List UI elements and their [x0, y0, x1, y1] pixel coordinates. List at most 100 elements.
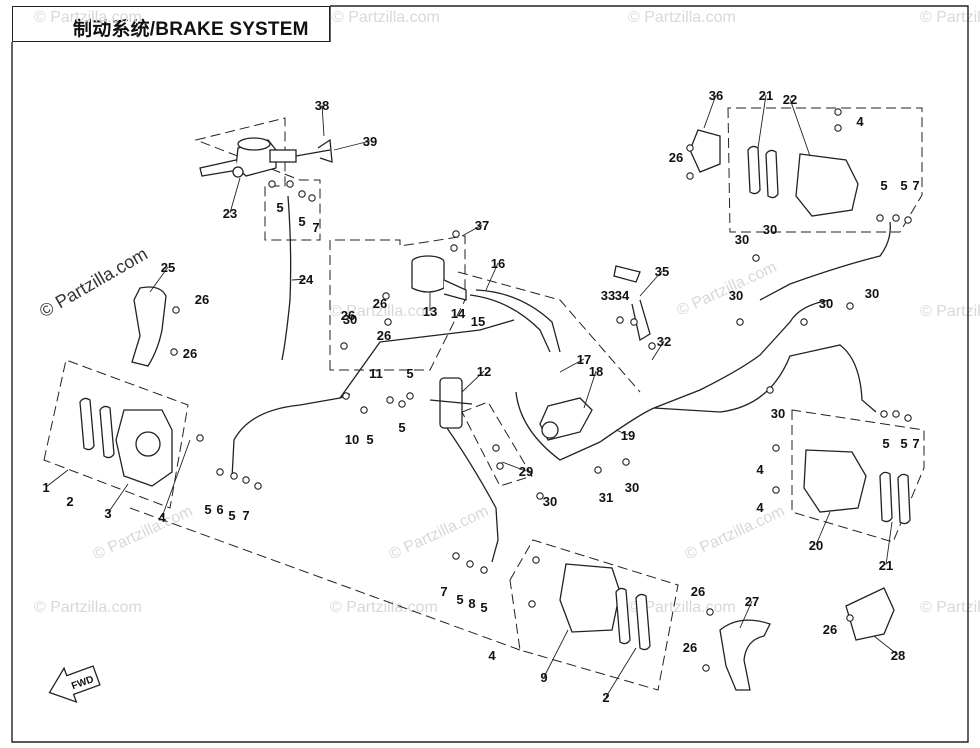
fastener-42 — [536, 492, 544, 500]
fastener-9 — [342, 392, 350, 400]
leader-lines — [45, 94, 899, 698]
clamp-38 — [317, 138, 333, 163]
fastener-3 — [268, 180, 276, 188]
callout-p34: 34 — [615, 288, 630, 303]
fastener-7 — [254, 482, 262, 490]
line-16a — [469, 294, 551, 353]
callout-p5h: 5 — [456, 592, 463, 607]
brake-guard-25 — [131, 286, 167, 367]
fastener-layer — [170, 108, 912, 672]
fastener-22 — [834, 108, 842, 116]
leader-p19 — [615, 429, 629, 436]
fastener-53 — [496, 462, 504, 470]
master-cylinder-box — [194, 117, 321, 241]
leader-p16 — [485, 262, 499, 291]
fastener-14 — [172, 306, 180, 314]
watermark-text: © Partzilla.com — [36, 243, 151, 321]
fastener-6 — [242, 476, 250, 484]
fastener-35 — [846, 302, 854, 310]
watermark-text: © Partzilla.com — [628, 9, 736, 26]
callout-p23: 23 — [223, 206, 237, 221]
leader-p29 — [501, 461, 527, 472]
leader-p2b — [605, 647, 637, 698]
callout-p30e: 30 — [819, 296, 833, 311]
callout-p33: 33 — [601, 288, 615, 303]
watermark-text: © Partzilla.com — [330, 303, 438, 320]
callout-p20: 20 — [809, 538, 823, 553]
caliper-rear — [559, 563, 651, 651]
fastener-43 — [452, 552, 460, 560]
leader-p38 — [321, 104, 325, 137]
callout-p5k: 5 — [900, 178, 907, 193]
fastener-47 — [528, 600, 536, 608]
callout-p30a: 30 — [343, 312, 357, 327]
fastener-19 — [384, 318, 392, 326]
callout-p35: 35 — [655, 264, 669, 279]
fastener-51 — [340, 342, 348, 350]
line-upper-right — [653, 299, 831, 409]
fastener-26 — [904, 216, 912, 224]
callout-p38: 38 — [315, 98, 329, 113]
callout-p13: 13 — [423, 304, 437, 319]
pedal-assembly — [539, 265, 651, 441]
callout-p26h: 26 — [823, 622, 837, 637]
callout-p30c: 30 — [763, 222, 777, 237]
callout-p5i: 5 — [480, 600, 487, 615]
right-front-caliper-box — [727, 107, 923, 233]
watermark-text: © Partzilla.com — [920, 303, 980, 320]
leader-p21b — [885, 521, 893, 566]
watermark-text: © Partzilla.com — [683, 503, 788, 564]
guard-27 — [719, 619, 771, 691]
leader-p17 — [559, 358, 585, 373]
fastener-48 — [706, 608, 714, 616]
callout-p5m: 5 — [900, 436, 907, 451]
watermark-text: © Partzilla.com — [332, 9, 440, 26]
caliper-right-rear — [803, 449, 911, 525]
reservoir-box — [329, 235, 466, 371]
fastener-37 — [648, 342, 656, 350]
leader-p3 — [107, 483, 129, 514]
callout-p16: 16 — [491, 256, 505, 271]
fastener-21 — [686, 172, 694, 180]
callout-p7b: 7 — [242, 508, 249, 523]
hose-24 — [281, 195, 292, 361]
callout-p7c: 7 — [440, 584, 447, 599]
leader-long — [129, 507, 521, 651]
callout-p10: 10 — [345, 432, 359, 447]
callout-p37: 37 — [475, 218, 489, 233]
fastener-11 — [386, 396, 394, 404]
callout-p26a: 26 — [195, 292, 209, 307]
callout-p19: 19 — [621, 428, 635, 443]
callout-p26f: 26 — [691, 584, 705, 599]
callout-p5g: 5 — [398, 420, 405, 435]
front-left-caliper-box — [43, 359, 189, 509]
caliper-front-left — [79, 397, 173, 487]
leader-p1 — [45, 469, 69, 488]
callout-p21a: 21 — [759, 88, 773, 103]
fastener-18 — [382, 292, 390, 300]
line-lower-right — [653, 344, 877, 413]
leader-p9 — [543, 629, 569, 678]
fastener-1 — [298, 190, 306, 198]
leader-p20 — [815, 511, 831, 546]
callout-p5j: 5 — [880, 178, 887, 193]
fastener-41 — [622, 458, 630, 466]
fastener-25 — [892, 214, 900, 222]
caliper-right-front — [689, 129, 859, 217]
callout-p17: 17 — [577, 352, 591, 367]
callout-p7d: 7 — [912, 178, 919, 193]
fastener-39 — [630, 318, 638, 326]
leader-p37 — [461, 224, 483, 237]
leader-p35 — [639, 270, 663, 297]
callout-p6: 6 — [216, 502, 223, 517]
callout-p7a: 7 — [312, 220, 319, 235]
reservoir-13 — [411, 255, 467, 301]
fastener-30 — [772, 444, 780, 452]
leader-p28 — [873, 635, 899, 656]
callout-p1: 1 — [42, 480, 49, 495]
callout-p24: 24 — [299, 272, 314, 287]
callout-p7e: 7 — [912, 436, 919, 451]
fastener-2 — [308, 194, 316, 202]
fastener-16 — [452, 230, 460, 238]
